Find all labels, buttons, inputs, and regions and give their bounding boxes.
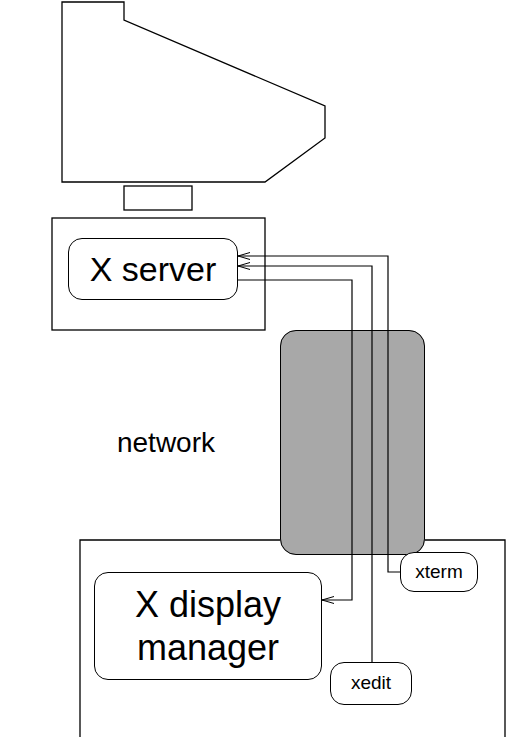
node-label: xterm — [415, 561, 463, 584]
program-box: xterm — [400, 552, 478, 592]
node-label: X display manager — [103, 583, 313, 669]
server-box: X server — [68, 238, 238, 300]
program-box: X display manager — [94, 572, 322, 680]
workstation-case — [52, 218, 265, 330]
host-machine-case — [80, 540, 505, 737]
program-box: xedit — [330, 662, 412, 705]
node-label: xedit — [351, 672, 391, 695]
connection-arrow — [238, 280, 352, 600]
monitor-outline — [62, 2, 325, 182]
keyboard — [124, 186, 192, 210]
connection-arrow — [238, 256, 400, 572]
node-label: network — [117, 426, 215, 460]
node-label: X server — [90, 249, 217, 290]
network-cloud: network — [280, 330, 425, 555]
